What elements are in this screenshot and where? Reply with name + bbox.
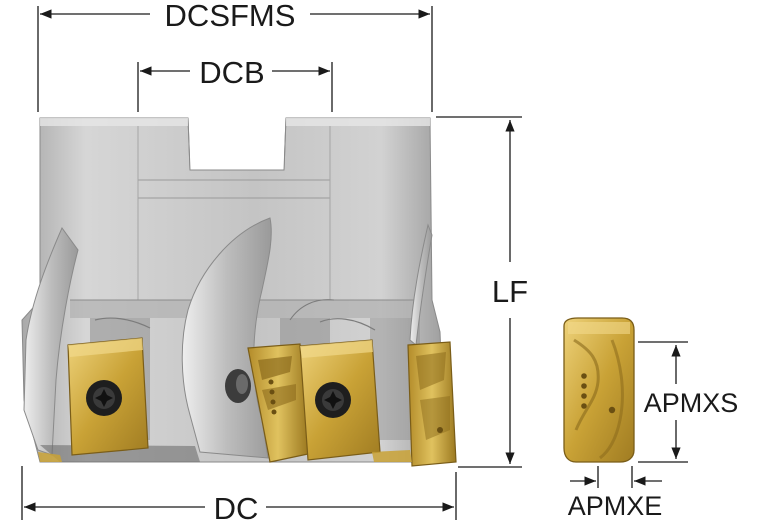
dc-label: DC (214, 491, 259, 523)
apmxs-label: APMXS (644, 388, 739, 418)
dcsfms-label: DCSFMS (165, 0, 296, 33)
insert-center-face (299, 339, 381, 461)
dimension-lines (21, 6, 688, 520)
insert-detail (563, 317, 635, 463)
insert-left (67, 337, 149, 456)
flute-center (181, 217, 272, 459)
apmxe-label: APMXE (568, 491, 663, 521)
keyway-slot (190, 118, 284, 170)
chip-pocket-right (370, 318, 420, 440)
lf-label: LF (492, 274, 528, 309)
insert-right (407, 341, 457, 467)
dcb-label: DCB (199, 55, 264, 90)
